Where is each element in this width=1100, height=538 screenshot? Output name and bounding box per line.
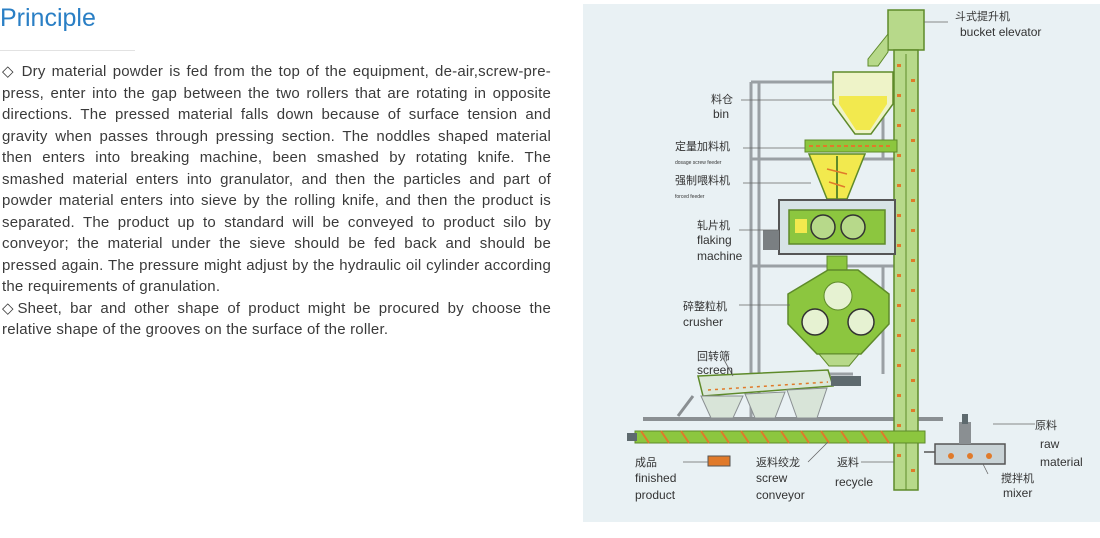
label-screw-conveyor-en1: screw (756, 471, 788, 485)
paragraph-process: ◇ Dry material powder is fed from the to… (2, 63, 551, 295)
label-bucket-elevator-en: bucket elevator (960, 25, 1041, 39)
label-forced-feeder-en: forced feeder (675, 194, 705, 200)
label-crusher-en: crusher (683, 315, 723, 329)
label-crusher-cn: 碎整粒机 (683, 299, 727, 313)
paragraph-shapes: ◇Sheet, bar and other shape of product m… (2, 299, 551, 339)
mixer (924, 414, 1006, 465)
label-bucket-elevator-cn: 斗式提升机 (955, 9, 1010, 23)
label-forced-feeder-cn: 强制喂料机 (675, 173, 730, 187)
principle-description: ◇ Dry material powder is fed from the to… (2, 61, 551, 341)
label-flaking-en2: machine (697, 249, 743, 263)
label-raw-material-cn: 原料 (1035, 418, 1057, 432)
label-bin-cn: 料仓 (711, 92, 733, 106)
flaking-machine (763, 199, 896, 255)
label-flaking-en1: flaking (697, 233, 732, 247)
forced-feeder (807, 153, 867, 200)
bin (832, 71, 894, 135)
label-bin-en: bin (713, 107, 729, 121)
screw-conveyor (627, 430, 926, 444)
dosage-screw-feeder (804, 139, 898, 153)
label-mixer-en: mixer (1003, 486, 1032, 500)
rotary-screen (676, 369, 861, 419)
process-diagram: 斗式提升机 bucket elevator 料仓 bin 定量加料机 dosag… (583, 4, 1100, 522)
process-diagram-svg: 斗式提升机 bucket elevator 料仓 bin 定量加料机 dosag… (627, 9, 1083, 502)
ground-slab (643, 417, 943, 421)
label-screw-conveyor-cn: 返料绞龙 (756, 455, 800, 469)
bucket-elevator (867, 9, 925, 491)
label-finished-en1: finished (635, 471, 676, 485)
label-recycle-en: recycle (835, 475, 873, 489)
label-dosage-feeder-cn: 定量加料机 (675, 139, 730, 153)
label-recycle-cn: 返料 (837, 455, 859, 469)
label-screen-en: screen (697, 363, 733, 377)
label-finished-en2: product (635, 488, 676, 502)
page-title: Principle (0, 4, 96, 32)
label-raw-material-en1: raw (1040, 437, 1060, 451)
label-dosage-feeder-en: dosage screw feeder (675, 160, 722, 166)
label-screw-conveyor-en2: conveyor (756, 488, 805, 502)
label-flaking-cn: 轧片机 (697, 218, 730, 232)
label-mixer-cn: 搅拌机 (1001, 471, 1034, 485)
crusher (787, 255, 890, 367)
label-finished-cn: 成品 (635, 456, 657, 469)
finished-product-tray (707, 455, 731, 467)
title-underline (0, 50, 135, 51)
label-raw-material-en2: material (1040, 455, 1083, 469)
label-screen-cn: 回转筛 (697, 349, 730, 363)
label-leader-lines (683, 21, 1035, 475)
